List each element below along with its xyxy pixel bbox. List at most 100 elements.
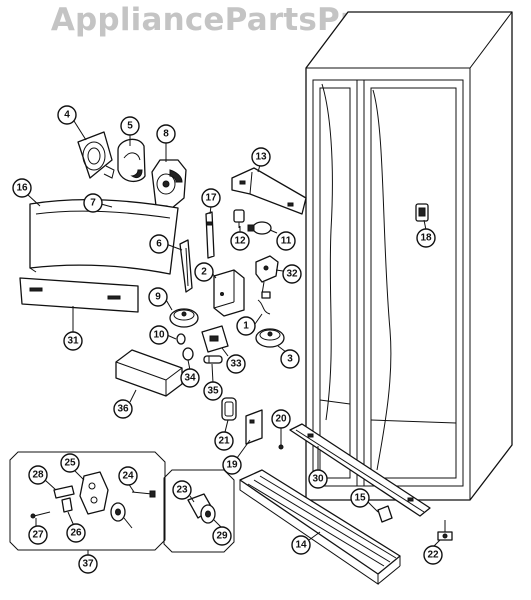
callout-10: 10: [149, 325, 169, 345]
svg-text:24: 24: [122, 471, 134, 482]
callout-4: 4: [57, 105, 77, 125]
part-28-plate: [53, 485, 75, 499]
svg-text:19: 19: [226, 460, 238, 471]
callout-26: 26: [66, 523, 86, 543]
svg-text:8: 8: [163, 129, 169, 140]
svg-text:12: 12: [234, 236, 246, 247]
kit-37-box: [9, 451, 166, 551]
part-1-probe: [257, 291, 271, 315]
callout-36: 36: [113, 399, 133, 419]
part-20-screw: [278, 432, 284, 450]
callout-1: 1: [236, 316, 256, 336]
refrigerator-cabinet: [305, 11, 513, 501]
callout-18: 18: [416, 228, 436, 248]
callout-2: 2: [194, 262, 214, 282]
callout-13: 13: [251, 147, 271, 167]
callout-37: 37: [78, 554, 98, 574]
part-35-plunger: [203, 355, 223, 364]
svg-text:35: 35: [207, 386, 219, 397]
callout-20: 20: [271, 409, 291, 429]
svg-text:32: 32: [286, 269, 298, 280]
part-26-clip: [61, 497, 73, 513]
svg-text:36: 36: [117, 404, 129, 415]
svg-text:27: 27: [32, 530, 44, 541]
part-19-plate: [245, 409, 263, 445]
callout-6: 6: [149, 234, 169, 254]
svg-text:15: 15: [354, 493, 366, 504]
svg-text:11: 11: [281, 236, 292, 247]
part-5-shroud: [117, 138, 146, 182]
svg-text:5: 5: [127, 121, 133, 132]
part-30-rail: [289, 423, 431, 517]
callout-3: 3: [280, 349, 300, 369]
part-10-cap: [176, 333, 186, 345]
svg-text:6: 6: [156, 239, 162, 250]
part-32-switch: [255, 255, 279, 299]
part-21-cap: [221, 397, 237, 421]
svg-text:13: 13: [255, 152, 267, 163]
part-27-screw: [30, 511, 51, 519]
callout-5: 5: [120, 116, 140, 136]
svg-text:16: 16: [16, 183, 28, 194]
callout-17: 17: [201, 188, 221, 208]
callout-15: 15: [350, 488, 370, 508]
callout-16: 16: [12, 178, 32, 198]
svg-text:9: 9: [155, 292, 161, 303]
callout-31: 31: [63, 331, 83, 351]
callout-11: 11: [276, 231, 296, 251]
part-33-switch: [201, 325, 229, 353]
svg-text:28: 28: [32, 470, 44, 481]
svg-text:22: 22: [427, 550, 439, 561]
callout-9: 9: [148, 287, 168, 307]
part-14-grille: [239, 469, 401, 585]
part-4-housing: [77, 131, 115, 179]
svg-text:25: 25: [64, 458, 76, 469]
part-9-knob: [169, 308, 199, 328]
callout-25: 25: [60, 453, 80, 473]
part-23-roller: [187, 493, 216, 524]
callout-24: 24: [118, 466, 138, 486]
svg-text:14: 14: [295, 540, 307, 551]
part-15-clip: [377, 505, 393, 523]
svg-text:1: 1: [243, 321, 249, 332]
callout-19: 19: [222, 455, 242, 475]
callout-14: 14: [291, 535, 311, 555]
callout-22: 22: [423, 545, 443, 565]
svg-text:37: 37: [82, 559, 94, 570]
callout-8: 8: [156, 124, 176, 144]
callout-23: 23: [172, 480, 192, 500]
svg-text:3: 3: [287, 354, 293, 365]
callout-27: 27: [28, 525, 48, 545]
svg-text:30: 30: [312, 474, 324, 485]
callout-29: 29: [212, 526, 232, 546]
svg-text:29: 29: [216, 531, 228, 542]
part-11-bulb: [247, 221, 272, 235]
part-18-switch: [415, 203, 429, 222]
svg-text:20: 20: [275, 414, 287, 425]
part-34-cap: [182, 347, 194, 361]
part-3-knob: [255, 328, 285, 348]
part-12-socket: [233, 209, 245, 228]
part-23-roller-kit: [110, 502, 126, 522]
svg-text:10: 10: [153, 330, 165, 341]
part-13-bracket: [231, 167, 307, 215]
svg-text:21: 21: [218, 436, 230, 447]
callout-34: 34: [180, 368, 200, 388]
svg-text:4: 4: [64, 110, 70, 121]
callout-7: 7: [83, 193, 103, 213]
callout-35: 35: [203, 381, 223, 401]
svg-text:31: 31: [67, 336, 79, 347]
callout-30: 30: [308, 469, 328, 489]
part-31-liner-bottom: [19, 277, 139, 313]
part-24-bolt: [131, 490, 156, 498]
callout-32: 32: [282, 264, 302, 284]
svg-text:34: 34: [184, 373, 196, 384]
svg-text:2: 2: [201, 267, 207, 278]
callout-21: 21: [214, 431, 234, 451]
svg-text:23: 23: [176, 485, 188, 496]
part-16-liner-panel: [29, 198, 179, 275]
part-36-cover: [115, 349, 183, 397]
callout-12: 12: [230, 231, 250, 251]
part-17-rail: [205, 211, 215, 259]
callout-33: 33: [226, 354, 246, 374]
